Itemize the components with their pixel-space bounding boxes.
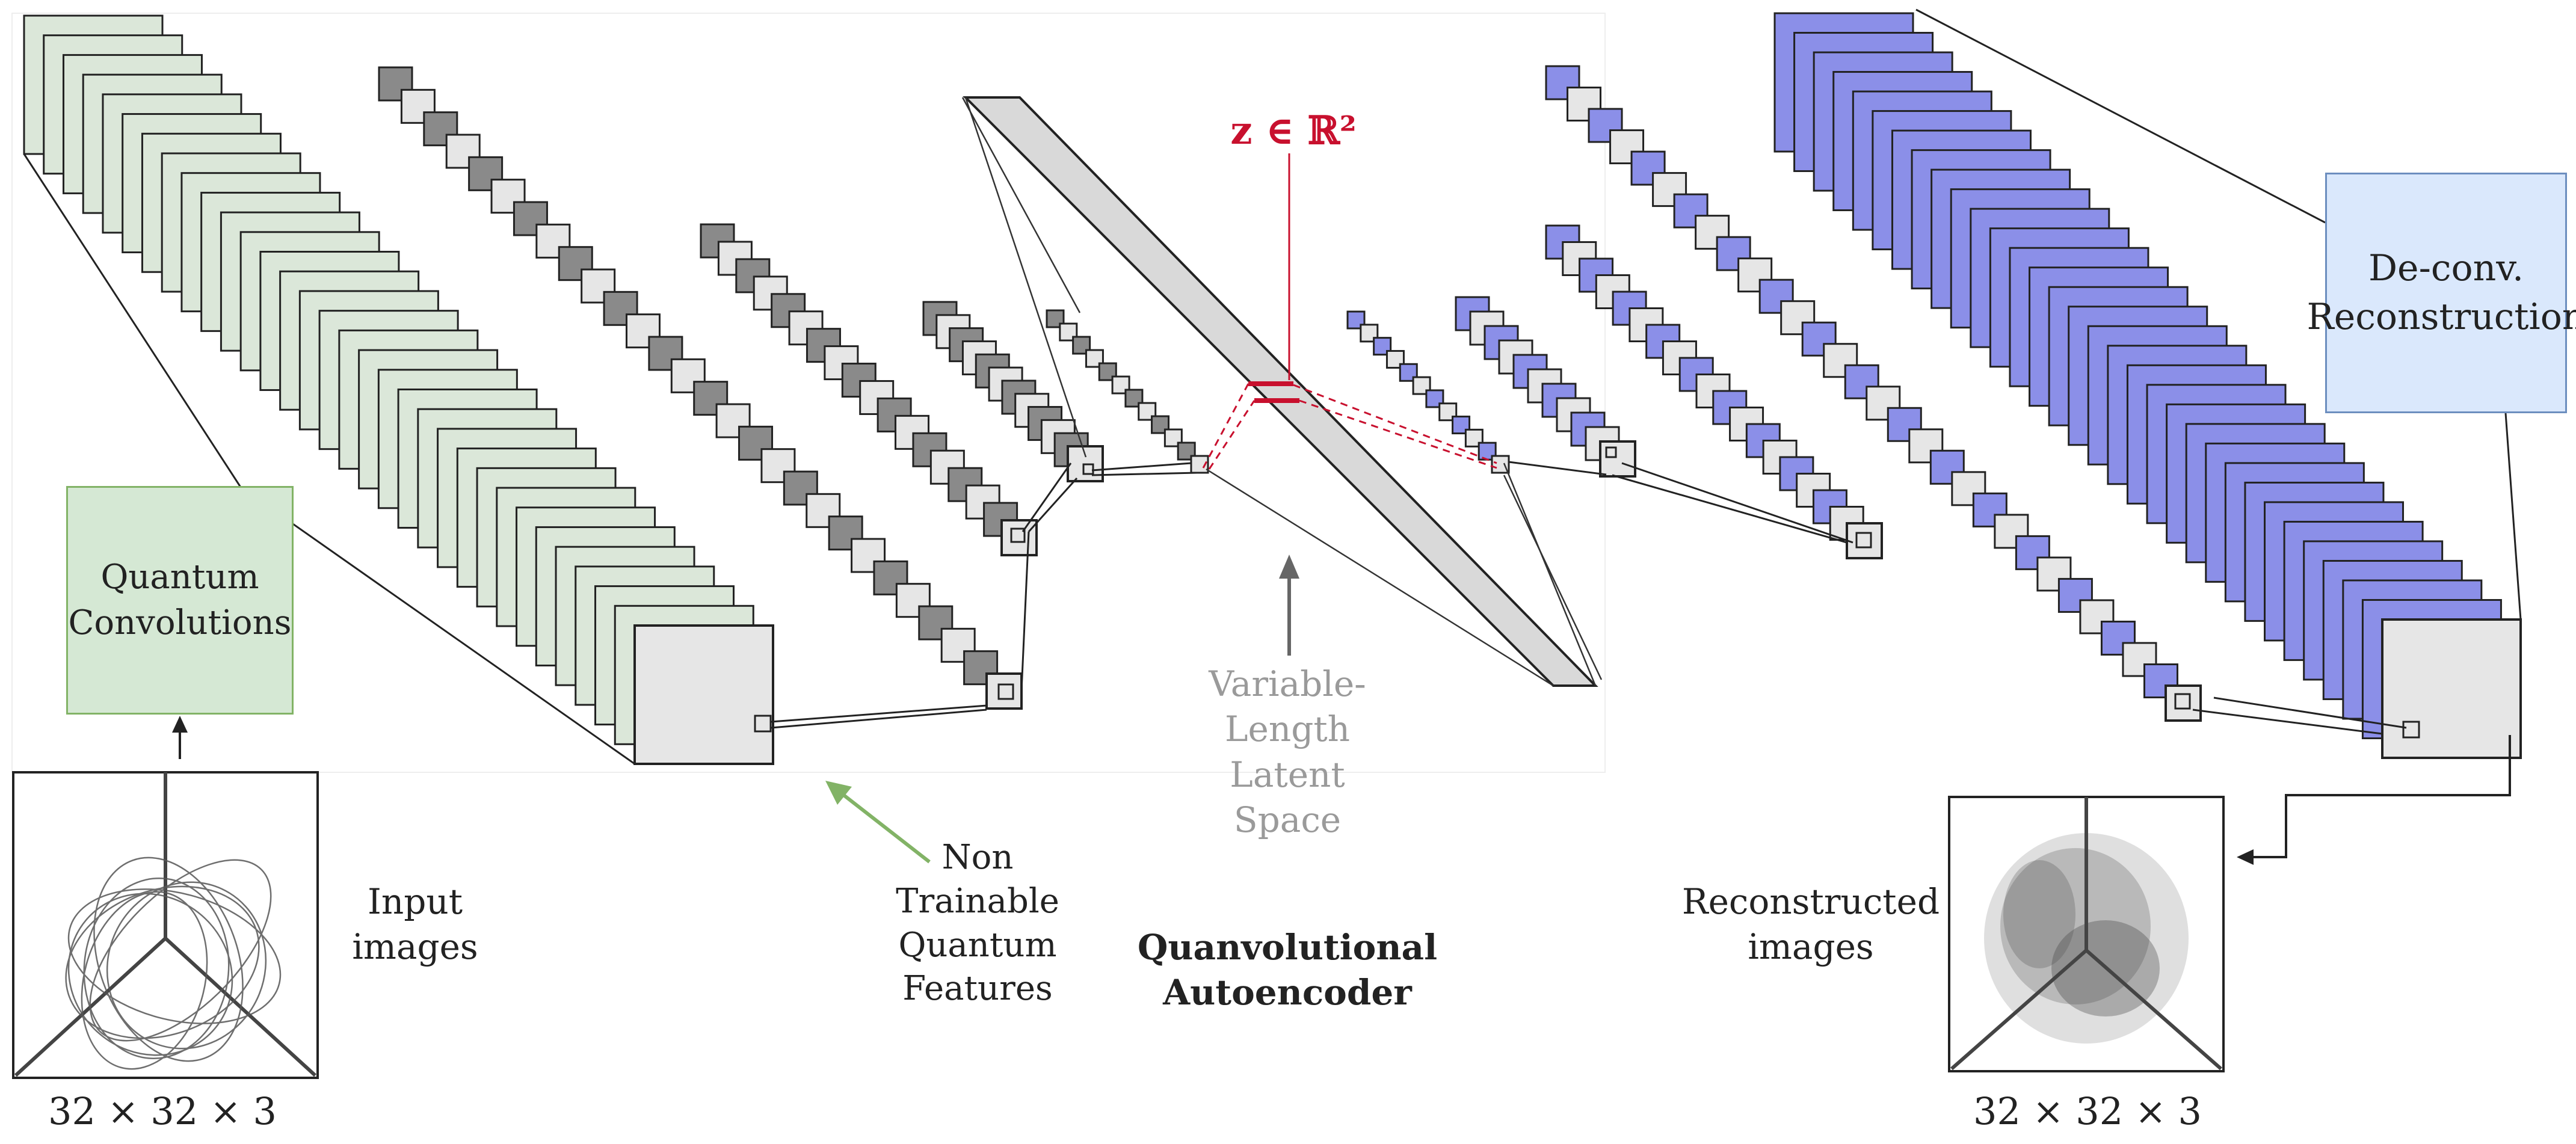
encoder-stack-2 <box>378 66 1023 710</box>
kernel-window <box>754 715 772 733</box>
encoder-feature-map-stacks <box>23 14 1209 765</box>
deconv-reconstruction-box: De-conv. Reconstruction <box>2307 173 2576 413</box>
green-arrow-non-trainable <box>825 781 931 864</box>
decoder-stack-5 <box>1346 310 1510 474</box>
gray-arrow-latent <box>1279 555 1299 656</box>
latent-symbol-label: z ∈ ℝ² <box>1230 108 1357 153</box>
kernel-window <box>1855 532 1872 549</box>
reconstructed-image <box>1948 796 2225 1072</box>
connector-line <box>23 153 242 488</box>
connector-line <box>1915 8 2326 224</box>
decoder-stack-3 <box>1545 224 1883 559</box>
up-arrow-to-quantum <box>172 716 188 759</box>
encoder-stack-4 <box>922 301 1104 482</box>
connector-line <box>1508 461 1607 476</box>
feature-map <box>1085 349 1104 368</box>
kernel-window <box>1010 527 1026 543</box>
quantum-convolutions-box: Quantum Convolutions <box>66 486 294 715</box>
feature-map-front <box>1000 519 1038 556</box>
feature-map <box>918 605 954 641</box>
connector-line <box>1612 474 1847 544</box>
arrow-to-reconstructed <box>2237 735 2511 865</box>
feature-map <box>603 291 638 326</box>
connector-line <box>1621 462 1853 544</box>
latent-funnel-lines <box>961 97 1603 687</box>
kernel-window <box>2174 693 2191 710</box>
feature-map <box>1360 324 1379 343</box>
quantum-convolutions-label: Quantum Convolutions <box>68 558 292 642</box>
connector-line <box>2213 697 2407 729</box>
decoder-stack-4 <box>1455 296 1636 478</box>
encoder-stack-5 <box>1046 309 1209 474</box>
feature-map <box>423 111 458 147</box>
connector-line <box>2504 413 2522 620</box>
latent-red-dashes <box>1202 383 1497 470</box>
feature-map <box>1972 492 2007 527</box>
encoder-stack-3 <box>700 223 1038 556</box>
feature-map-front <box>2381 618 2522 759</box>
feature-map <box>1866 386 1901 421</box>
kernel-window <box>2402 721 2420 739</box>
feature-map <box>1346 310 1366 330</box>
latent-space-bar <box>963 96 1598 687</box>
connector-line <box>2192 709 2383 735</box>
connector-line <box>1021 463 1072 532</box>
feature-map-front <box>985 672 1023 710</box>
reconstructed-images-label: Reconstructed images <box>1681 881 1940 968</box>
non-trainable-label: Non Trainable Quantum Features <box>896 838 1059 1009</box>
feature-map-front <box>2165 684 2202 722</box>
decoder-feature-map-stacks <box>1346 12 2522 759</box>
connector-line <box>240 486 635 765</box>
kernel-window <box>1605 446 1617 458</box>
output-size-label: 32 × 32 × 3 <box>1973 1089 2202 1133</box>
feature-map-front <box>1846 522 1883 559</box>
encoder-region-outline <box>11 13 1606 773</box>
latent-space-label: Variable-Length Latent Space <box>1209 663 1366 841</box>
connector-line <box>771 709 987 729</box>
connector-line <box>1028 477 1078 533</box>
deconv-reconstruction-label: De-conv. Reconstruction <box>2306 247 2576 338</box>
input-images-label: Input images <box>352 881 478 968</box>
connector-line <box>1091 472 1198 476</box>
encoder-stack-1 <box>23 14 774 765</box>
decoder-stack-1 <box>1773 12 2522 759</box>
diagram-title: Quanvolutional Autoencoder <box>1137 927 1438 1013</box>
connector-line <box>1020 531 1030 691</box>
feature-map-front <box>633 624 774 765</box>
kernel-window <box>1082 463 1094 475</box>
connector-line <box>771 704 987 723</box>
kernel-window <box>997 683 1014 700</box>
input-size-label: 32 × 32 × 3 <box>48 1089 277 1133</box>
connector-lines <box>23 8 2522 765</box>
decoder-stack-2 <box>1545 65 2202 722</box>
feature-map <box>1491 455 1510 474</box>
input-image <box>12 771 319 1079</box>
connector-line <box>1091 462 1192 472</box>
